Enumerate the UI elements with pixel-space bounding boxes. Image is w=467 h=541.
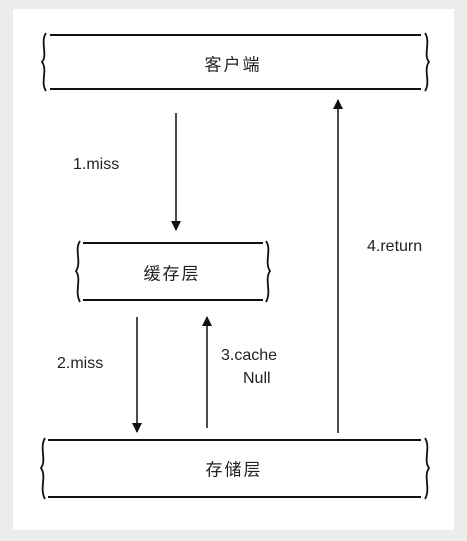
client-layer-box bbox=[40, 32, 431, 92]
edge-label-return: 4.return bbox=[367, 238, 423, 255]
edge-label-miss1: 1.miss bbox=[73, 156, 120, 173]
edge-label-null: Null bbox=[243, 370, 271, 387]
cache-label: 缓存层 bbox=[143, 264, 201, 285]
client-label: 客户端 bbox=[204, 55, 262, 76]
storage-label: 存储层 bbox=[205, 460, 263, 481]
cache-layer-box bbox=[74, 240, 272, 303]
edge-label-cache: 3.cache bbox=[221, 347, 278, 364]
edge-label-miss2: 2.miss bbox=[57, 355, 104, 372]
storage-layer-box bbox=[39, 437, 431, 500]
diagram-canvas bbox=[13, 9, 454, 530]
